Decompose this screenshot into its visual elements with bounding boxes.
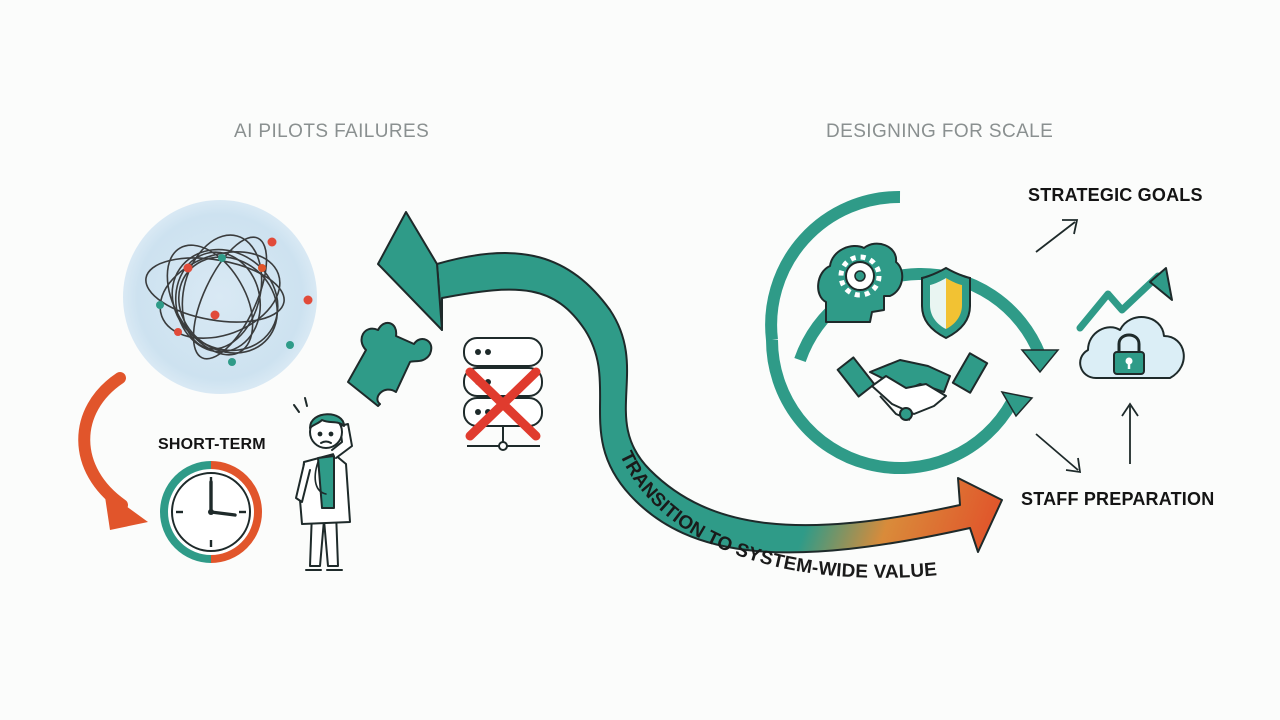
staff-preparation-label: STAFF PREPARATION: [1021, 489, 1215, 509]
crossed-server-icon: [463, 337, 543, 451]
curved-arrow-icon: [78, 372, 148, 530]
section-title-left: AI PILOTS FAILURES: [234, 121, 430, 142]
section-title-right: DESIGNING FOR SCALE: [826, 121, 1054, 142]
brain-gear-icon: [817, 242, 904, 323]
cycle-arrows-icon: [765, 190, 1060, 474]
tangled-network-icon: [123, 200, 317, 394]
connector-arrows: [1035, 219, 1139, 474]
confused-doctor-icon: [293, 397, 353, 571]
puzzle-piece-icon: [347, 321, 433, 407]
short-term-label: SHORT-TERM: [158, 436, 266, 453]
cloud-lock-growth-icon: [1076, 267, 1185, 379]
transition-arrow-icon: [377, 211, 1003, 554]
handshake-icon: [836, 352, 989, 421]
clock-icon: [160, 461, 262, 563]
strategic-goals-label: STRATEGIC GOALS: [1028, 185, 1203, 205]
shield-icon: [921, 266, 971, 340]
